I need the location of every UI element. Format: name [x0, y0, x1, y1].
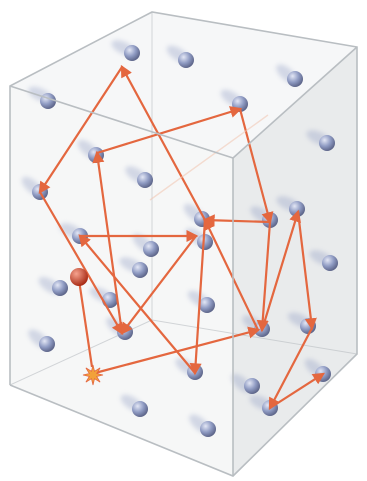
particle-sphere-icon — [70, 268, 88, 286]
collision-star-icon — [83, 365, 103, 385]
